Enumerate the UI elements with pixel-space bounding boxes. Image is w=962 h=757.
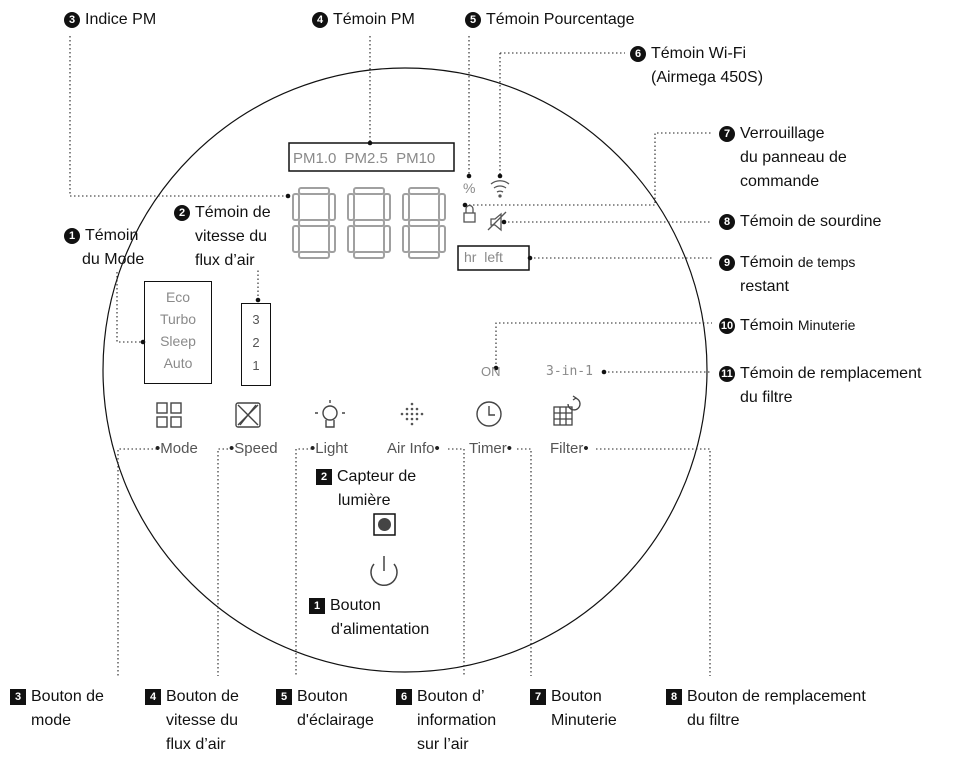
- fan-icon: [235, 402, 261, 428]
- filter-grid-icon: [553, 395, 581, 426]
- leader-lines: [69, 36, 712, 676]
- power-icon: [370, 556, 398, 587]
- pm-digits: [292, 187, 446, 259]
- timer-on-text: ON: [481, 364, 501, 379]
- filter-badge: 3-in-1: [546, 364, 593, 379]
- light-button[interactable]: Light: [310, 440, 348, 457]
- mode-indicator-box: Eco Turbo Sleep Auto: [144, 281, 212, 384]
- leader-dots: [140, 140, 607, 375]
- air-info-button[interactable]: Air Info: [387, 440, 440, 457]
- pm10-label: PM10: [396, 150, 436, 167]
- speed-button[interactable]: Speed: [229, 440, 277, 457]
- filter-button[interactable]: Filter: [550, 440, 589, 457]
- pm-labels: PM1.0 PM2.5 PM10: [293, 150, 453, 167]
- speed-1: 1: [252, 358, 260, 373]
- pm25-label: PM2.5: [344, 150, 388, 167]
- mode-turbo: Turbo: [159, 311, 197, 327]
- percent-symbol: %: [463, 180, 476, 196]
- mute-icon: [487, 211, 507, 232]
- lock-icon: [463, 204, 476, 223]
- mode-eco: Eco: [165, 289, 191, 305]
- hr-left-text: hr left: [464, 249, 503, 265]
- pm1-label: PM1.0: [293, 150, 337, 167]
- speed-3: 3: [252, 312, 260, 327]
- speed-indicator-box: 3 2 1: [241, 303, 271, 386]
- clock-icon: [476, 401, 502, 427]
- wifi-icon: [490, 180, 510, 198]
- mode-auto: Auto: [163, 355, 193, 371]
- mode-grid-icon: [156, 402, 182, 428]
- air-info-dots-icon: [400, 402, 424, 426]
- mode-sleep: Sleep: [160, 333, 196, 349]
- speed-2: 2: [252, 335, 260, 350]
- light-sensor-icon: [373, 513, 396, 536]
- timer-button[interactable]: Timer: [469, 440, 512, 457]
- mode-button[interactable]: Mode: [155, 440, 198, 457]
- panel-outline: [102, 67, 708, 673]
- light-bulb-icon: [315, 400, 345, 428]
